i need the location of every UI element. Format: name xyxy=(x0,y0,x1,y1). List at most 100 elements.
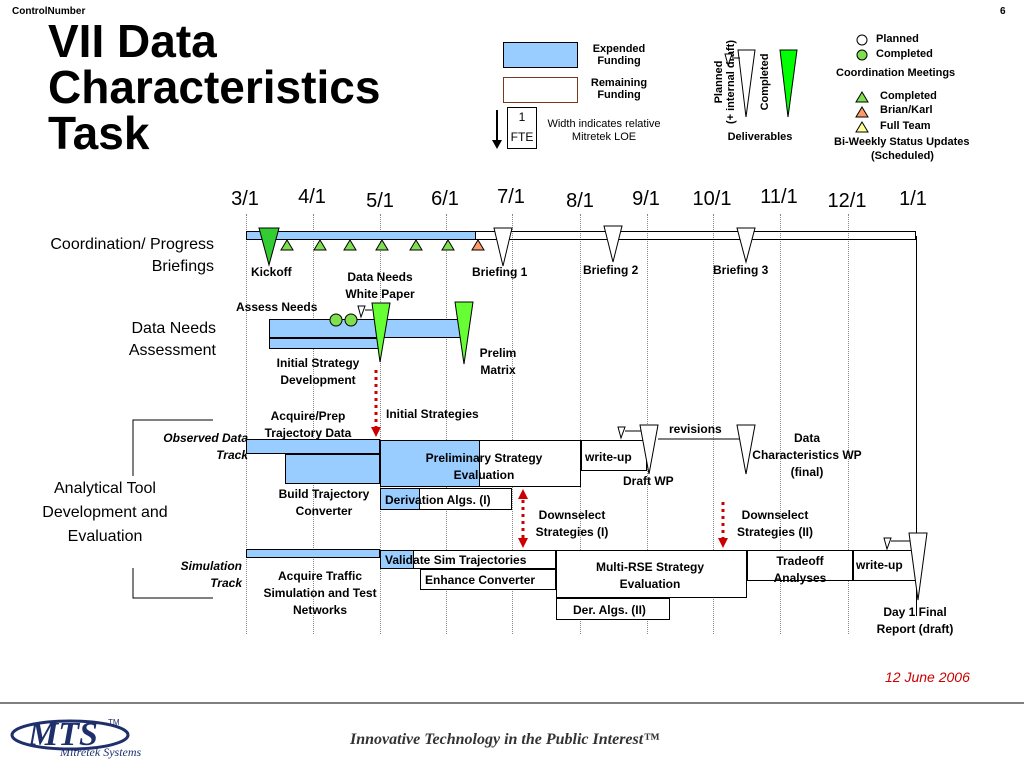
biweekly-marker xyxy=(441,239,455,251)
biweekly-marker xyxy=(375,239,389,251)
month-label: 12/1 xyxy=(827,190,867,212)
month-label: 9/1 xyxy=(632,188,660,210)
writeup1-label: write-up xyxy=(585,450,632,464)
legend-biweekly: Bi-Weekly Status Updates xyxy=(834,136,970,148)
legend-width-note: Width indicates relative Mitretek LOE xyxy=(547,118,661,143)
acquire-sim-bar xyxy=(246,549,380,558)
deriv1-label: Derivation Algs. (I) xyxy=(385,493,491,507)
logo-swoosh xyxy=(10,719,130,751)
dcwp-deliverable xyxy=(736,424,756,475)
footer-date: 12 June 2006 xyxy=(885,669,970,685)
month-label: 8/1 xyxy=(566,190,594,212)
briefing1-deliverable xyxy=(493,227,513,267)
downsel2-label: Downselect Strategies (II) xyxy=(736,508,814,539)
acquire-prep-label: Acquire/Prep Trajectory Data xyxy=(264,409,352,440)
prelim-label: Prelim Matrix xyxy=(479,346,517,377)
month-gridline xyxy=(246,214,247,634)
legend-tri-yellow xyxy=(855,121,869,133)
tradeoff-label: Tradeoff Analyses xyxy=(773,554,827,585)
logo-mark: MTS xyxy=(28,716,98,753)
legend-expended-label: Expended Funding xyxy=(592,43,646,67)
validate-label: Validate Sim Trajectories xyxy=(385,553,527,567)
month-gridline xyxy=(512,214,513,634)
biweekly-marker xyxy=(409,239,423,251)
month-gridline xyxy=(647,214,648,634)
legend-completed-circle xyxy=(856,49,868,61)
biweekly-marker xyxy=(343,239,357,251)
dnwp-label: Data Needs White Paper xyxy=(345,270,415,301)
legend-deliverables-label: Deliverables xyxy=(727,131,793,143)
deriv2-label: Der. Algs. (II) xyxy=(573,603,646,617)
legend-fte-box xyxy=(507,107,537,149)
month-label: 6/1 xyxy=(431,188,459,210)
draft-wp-deliverable xyxy=(639,424,659,475)
legend-tri-full: Full Team xyxy=(880,120,931,132)
deriv2-box xyxy=(556,598,670,620)
kickoff-deliverable xyxy=(258,227,280,267)
month-gridline xyxy=(380,214,381,634)
legend-scheduled: (Scheduled) xyxy=(871,150,934,162)
page-number: 6 xyxy=(1000,6,1006,17)
coord-meeting-completed xyxy=(329,313,343,327)
enhance-box xyxy=(420,569,556,590)
kickoff-label: Kickoff xyxy=(251,265,292,279)
row-label-simulation: Simulation Track xyxy=(180,559,242,590)
logo-tm: TM xyxy=(108,718,120,727)
multirse-box xyxy=(556,550,747,598)
legend-completed-triangle xyxy=(779,49,798,118)
legend-cm-completed: Completed xyxy=(876,48,933,60)
row-label-tool: Analytical Tool Development and Evaluati… xyxy=(42,480,168,545)
assess-label: Assess Needs xyxy=(236,300,318,314)
day1-deliverable xyxy=(908,532,928,601)
revisions-label: revisions xyxy=(669,422,722,436)
month-gridline xyxy=(313,214,314,634)
row-label-coord: Coordination/ Progress Briefings xyxy=(50,236,214,275)
coord-meeting-completed xyxy=(344,313,358,327)
downsel1-arrowhead-down xyxy=(518,538,528,548)
enhance-label: Enhance Converter xyxy=(425,573,536,587)
month-label: 10/1 xyxy=(692,188,732,210)
month-gridline xyxy=(446,214,447,634)
day1-label: Day 1 Final Report (draft) xyxy=(876,605,954,636)
month-label: 11/1 xyxy=(760,186,798,208)
briefing1-label: Briefing 1 xyxy=(472,265,528,279)
tagline: Innovative Technology in the Public Inte… xyxy=(350,731,660,748)
initial-strategies-label: Initial Strategies xyxy=(386,407,479,421)
month-gridline xyxy=(713,214,714,634)
writeup2-label: write-up xyxy=(856,558,903,572)
acquire-prep-bar xyxy=(246,439,380,454)
isd-label: Initial Strategy Development xyxy=(276,356,360,387)
biweekly-marker xyxy=(313,239,327,251)
legend-remaining-label: Remaining Funding xyxy=(590,77,648,101)
writeup2-box xyxy=(853,550,916,581)
briefing2-deliverable xyxy=(603,225,623,263)
simulation-bracket xyxy=(132,568,213,599)
legend-fte-arrowhead xyxy=(492,140,502,149)
legend-tri-completed: Completed xyxy=(880,90,937,102)
legend-remaining-swatch xyxy=(503,77,578,103)
month-label: 1/1 xyxy=(899,188,927,210)
legend-tri-orange xyxy=(855,106,869,118)
internal-draft-flag xyxy=(357,305,366,319)
internal-draft-flag xyxy=(883,537,892,551)
control-number: ControlNumber xyxy=(12,6,86,17)
validate-box-expended xyxy=(380,550,414,569)
downsel1-arrowhead-up xyxy=(518,489,528,499)
row-label-observed: Observed Data Track xyxy=(163,431,248,462)
briefing3-label: Briefing 3 xyxy=(713,263,769,277)
month-label: 5/1 xyxy=(366,190,394,212)
month-label: 4/1 xyxy=(298,186,326,208)
dcwp-label: Data Characteristics WP (final) xyxy=(752,431,862,479)
legend-expended-swatch xyxy=(503,42,578,68)
dnwp-deliverable xyxy=(371,302,391,363)
month-label: 3/1 xyxy=(231,188,259,210)
legend-tri-green xyxy=(855,91,869,103)
deriv1-box-expended xyxy=(380,488,420,510)
multirse-label: Multi-RSE Strategy Evaluation xyxy=(595,560,704,591)
row-label-needs: Data Needs Assessment xyxy=(128,320,216,359)
legend-coord-meetings: Coordination Meetings xyxy=(836,67,956,79)
pse-label: Preliminary Strategy Evaluation xyxy=(425,451,543,482)
writeup1-box xyxy=(581,440,647,471)
downsel2-arrowhead xyxy=(718,538,728,548)
